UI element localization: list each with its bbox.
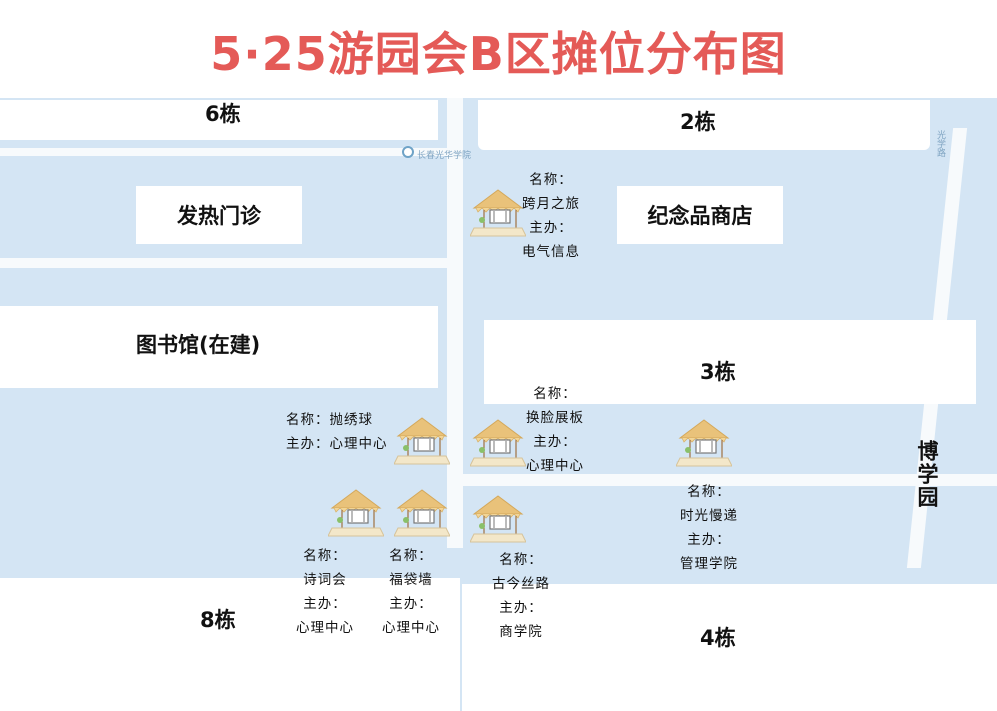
- road-top-strip: [0, 148, 447, 156]
- garden-label: 博学园: [915, 440, 939, 509]
- souvenir-shop-label: 纪念品商店: [617, 186, 783, 244]
- building-6-label: 6栋: [205, 102, 241, 126]
- stall-name: 抛绣球: [329, 412, 373, 428]
- stall-name-label: 名称：: [533, 386, 577, 402]
- stall-info: 名称： 古今丝路 主办： 商学院: [492, 548, 550, 644]
- booth-icon: [470, 495, 526, 543]
- stall-host: 商学院: [499, 624, 543, 640]
- building-8-label: 8栋: [200, 608, 236, 632]
- stall-name: 福袋墙: [389, 572, 433, 588]
- road-mid-strip: [0, 258, 447, 268]
- campus-map: 6栋 2栋 3栋 8栋 4栋 图书馆(在建) 发热门诊 纪念品商店 博学园 长春…: [0, 98, 997, 711]
- building-4-block: [462, 584, 997, 711]
- booth-icon: [394, 417, 450, 465]
- main-road-vertical: [447, 98, 463, 548]
- booth-icon: [328, 489, 384, 537]
- stall-info: 名称： 跨月之旅 主办： 电气信息: [522, 168, 580, 264]
- building-6-block: [0, 100, 438, 140]
- stall-name-label: 名称：: [529, 172, 573, 188]
- poi-label: 长春光华学院: [417, 151, 472, 161]
- library-block: [0, 306, 438, 388]
- stall-host-label: 主办：: [286, 436, 330, 452]
- building-2-label: 2栋: [680, 110, 716, 134]
- stall-name-label: 名称：: [303, 548, 347, 564]
- stall-info: 名称： 换脸展板 主办： 心理中心: [526, 382, 584, 478]
- stall-host: 管理学院: [680, 556, 738, 572]
- stall-host-label: 主办：: [533, 434, 577, 450]
- stall-host: 心理中心: [382, 620, 440, 636]
- stall-host: 心理中心: [329, 436, 388, 452]
- stall-info: 名称： 福袋墙 主办： 心理中心: [382, 544, 440, 640]
- stall-info: 名称：抛绣球 主办：心理中心: [286, 408, 388, 456]
- building-4-label: 4栋: [700, 626, 736, 650]
- booth-icon: [676, 419, 732, 467]
- page-title: 5·25游园会B区摊位分布图: [210, 27, 787, 81]
- stall-name: 古今丝路: [492, 576, 550, 592]
- stall-host-label: 主办：: [499, 600, 543, 616]
- booth-icon: [470, 419, 526, 467]
- booth-icon: [394, 489, 450, 537]
- stall-host-label: 主办：: [687, 532, 731, 548]
- library-label: 图书馆(在建): [136, 333, 261, 357]
- stall-host: 心理中心: [526, 458, 584, 474]
- stall-name: 换脸展板: [526, 410, 584, 426]
- road-horizontal: [463, 474, 997, 486]
- stall-name-label: 名称：: [687, 484, 731, 500]
- stall-host-label: 主办：: [303, 596, 347, 612]
- building-2-block: [478, 100, 930, 150]
- stall-host: 电气信息: [522, 244, 580, 260]
- stall-name: 诗词会: [303, 572, 347, 588]
- stall-name: 跨月之旅: [522, 196, 580, 212]
- stall-name-label: 名称：: [286, 412, 330, 428]
- stall-host: 心理中心: [296, 620, 354, 636]
- poi-pin-icon: [402, 146, 414, 158]
- street-label: 光学路: [935, 130, 945, 157]
- stall-info: 名称： 诗词会 主办： 心理中心: [296, 544, 354, 640]
- stall-info: 名称： 时光慢递 主办： 管理学院: [680, 480, 738, 576]
- building-8-block: [0, 578, 460, 711]
- stall-name: 时光慢递: [680, 508, 738, 524]
- stall-host-label: 主办：: [389, 596, 433, 612]
- stall-host-label: 主办：: [529, 220, 573, 236]
- building-3-label: 3栋: [700, 360, 736, 384]
- stall-name-label: 名称：: [499, 552, 543, 568]
- fever-clinic-label: 发热门诊: [136, 186, 302, 244]
- booth-icon: [470, 189, 526, 237]
- stall-name-label: 名称：: [389, 548, 433, 564]
- building-3-block: [484, 320, 976, 404]
